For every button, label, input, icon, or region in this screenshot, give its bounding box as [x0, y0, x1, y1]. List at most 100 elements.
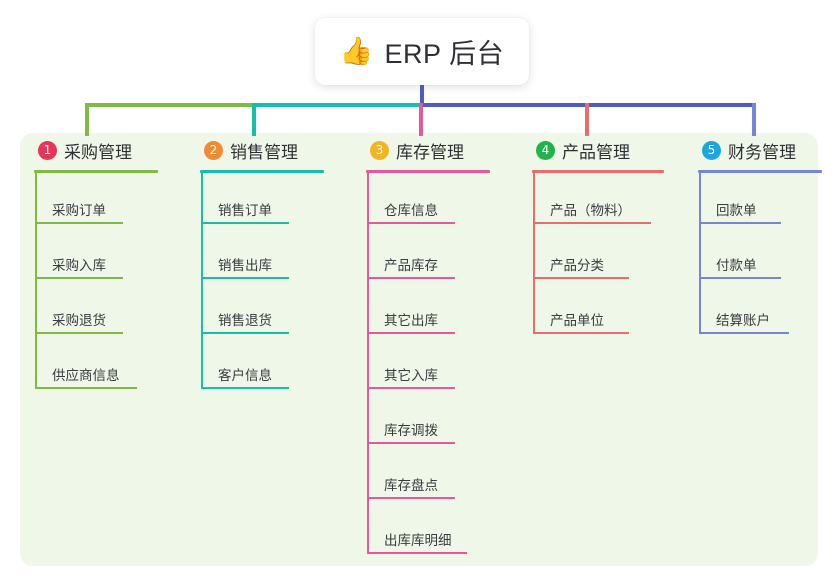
branch-items: 采购订单采购入库采购退货供应商信息 — [20, 173, 180, 393]
branch-header-4[interactable]: 4 产品管理 — [518, 133, 688, 167]
branch-item[interactable]: 库存调拨 — [352, 393, 512, 448]
branch-item-label: 其它入库 — [384, 368, 438, 383]
branch-header-rule — [366, 170, 490, 173]
branch-header-2[interactable]: 2 销售管理 — [186, 133, 346, 167]
branch-title: 采购管理 — [64, 142, 132, 162]
branch-item-rule — [533, 332, 629, 334]
branch-header-3[interactable]: 3 库存管理 — [352, 133, 512, 167]
branch-title: 财务管理 — [728, 142, 796, 162]
branch-item-rule — [367, 552, 467, 554]
branch-item-label: 结算账户 — [716, 313, 770, 328]
branch-trunk-line — [201, 173, 203, 389]
branch-header-1[interactable]: 1 采购管理 — [20, 133, 180, 167]
branch-number-badge: 4 — [536, 140, 555, 160]
branch-drop-line-4 — [585, 103, 589, 136]
branch-item-rule — [699, 277, 781, 279]
branch-drop-line-5 — [752, 103, 756, 136]
branch-item-rule — [699, 222, 781, 224]
branch-number-badge: 2 — [204, 140, 223, 160]
root-node-label: ERP 后台 — [384, 39, 505, 69]
branches-panel — [20, 133, 818, 566]
root-connector-line — [420, 83, 424, 105]
branch-item-label: 出库库明细 — [384, 533, 452, 548]
branch-item-rule — [201, 387, 289, 389]
branch-item-rule — [367, 222, 455, 224]
branch-item[interactable]: 付款单 — [684, 228, 824, 283]
branch-item-label: 库存调拨 — [384, 423, 438, 438]
branch-item-label: 客户信息 — [218, 368, 272, 383]
branch-item[interactable]: 其它出库 — [352, 283, 512, 338]
branch-item-label: 销售订单 — [218, 203, 272, 218]
branch-item-rule — [367, 332, 455, 334]
branch-trunk-line — [699, 173, 701, 334]
branch-item[interactable]: 结算账户 — [684, 283, 824, 338]
branch-drop-line-3 — [419, 103, 423, 136]
branch-item-label: 其它出库 — [384, 313, 438, 328]
branch-item-label: 产品（物料） — [550, 203, 631, 218]
branch-trunk-line — [35, 173, 37, 389]
branch-column-4: 4 产品管理产品（物料） 产品分类产品单位 — [518, 133, 688, 338]
branch-item-rule — [35, 222, 123, 224]
branch-item-label: 销售退货 — [218, 313, 272, 328]
branch-column-3: 3 库存管理仓库信息产品库存其它出库其它入库库存调拨库存盘点出库库明细 — [352, 133, 512, 558]
branch-item[interactable]: 供应商信息 — [20, 338, 180, 393]
branch-item-rule — [35, 387, 137, 389]
branch-item-rule — [35, 277, 123, 279]
branch-item-rule — [367, 277, 455, 279]
branch-item[interactable]: 回款单 — [684, 173, 824, 228]
branch-item-label: 付款单 — [716, 258, 757, 273]
branch-item[interactable]: 销售退货 — [186, 283, 346, 338]
branch-item-label: 回款单 — [716, 203, 757, 218]
branch-item[interactable]: 产品（物料） — [518, 173, 688, 228]
branch-item-label: 采购订单 — [52, 203, 106, 218]
branch-column-1: 1 采购管理采购订单采购入库采购退货供应商信息 — [20, 133, 180, 393]
branch-item[interactable]: 产品分类 — [518, 228, 688, 283]
branch-title: 销售管理 — [230, 142, 298, 162]
branch-item-rule — [367, 442, 455, 444]
branch-item[interactable]: 仓库信息 — [352, 173, 512, 228]
branch-item-label: 采购退货 — [52, 313, 106, 328]
branch-item-rule — [699, 332, 789, 334]
branch-item[interactable]: 产品单位 — [518, 283, 688, 338]
branch-item[interactable]: 采购入库 — [20, 228, 180, 283]
branch-item-label: 库存盘点 — [384, 478, 438, 493]
branch-item-label: 产品分类 — [550, 258, 604, 273]
branch-item-rule — [533, 222, 651, 224]
branch-number-badge: 5 — [702, 140, 721, 160]
branch-number-badge: 1 — [38, 140, 57, 160]
branch-item-rule — [201, 277, 289, 279]
branch-item[interactable]: 采购订单 — [20, 173, 180, 228]
branch-drop-line-2 — [252, 103, 256, 136]
branch-item-rule — [201, 332, 289, 334]
branch-item[interactable]: 产品库存 — [352, 228, 512, 283]
branch-item-rule — [201, 222, 289, 224]
branch-item-label: 仓库信息 — [384, 203, 438, 218]
branch-title: 产品管理 — [562, 142, 630, 162]
branch-item-label: 销售出库 — [218, 258, 272, 273]
branch-item[interactable]: 出库库明细 — [352, 503, 512, 558]
branch-item-rule — [367, 387, 455, 389]
branch-item[interactable]: 销售订单 — [186, 173, 346, 228]
branch-items: 销售订单销售出库销售退货客户信息 — [186, 173, 346, 393]
branch-item[interactable]: 销售出库 — [186, 228, 346, 283]
branch-item[interactable]: 采购退货 — [20, 283, 180, 338]
root-node[interactable]: 👍 ERP 后台 — [315, 18, 529, 85]
branch-item-rule — [367, 497, 455, 499]
trunk-bar-segment-1 — [85, 103, 256, 107]
trunk-bar-segment-2 — [252, 103, 423, 107]
branch-item[interactable]: 客户信息 — [186, 338, 346, 393]
branch-item-rule — [533, 277, 629, 279]
branch-item[interactable]: 库存盘点 — [352, 448, 512, 503]
branch-column-5: 5 财务管理回款单付款单结算账户 — [684, 133, 824, 338]
thumbs-up-icon: 👍 — [339, 36, 374, 66]
branch-items: 仓库信息产品库存其它出库其它入库库存调拨库存盘点出库库明细 — [352, 173, 512, 558]
branch-header-rule — [200, 170, 324, 173]
branch-header-rule — [34, 170, 158, 173]
branch-header-5[interactable]: 5 财务管理 — [684, 133, 824, 167]
branch-number-badge: 3 — [370, 140, 389, 160]
branch-item[interactable]: 其它入库 — [352, 338, 512, 393]
branch-title: 库存管理 — [396, 142, 464, 162]
branch-item-label: 供应商信息 — [52, 368, 120, 383]
branch-trunk-line — [367, 173, 369, 554]
